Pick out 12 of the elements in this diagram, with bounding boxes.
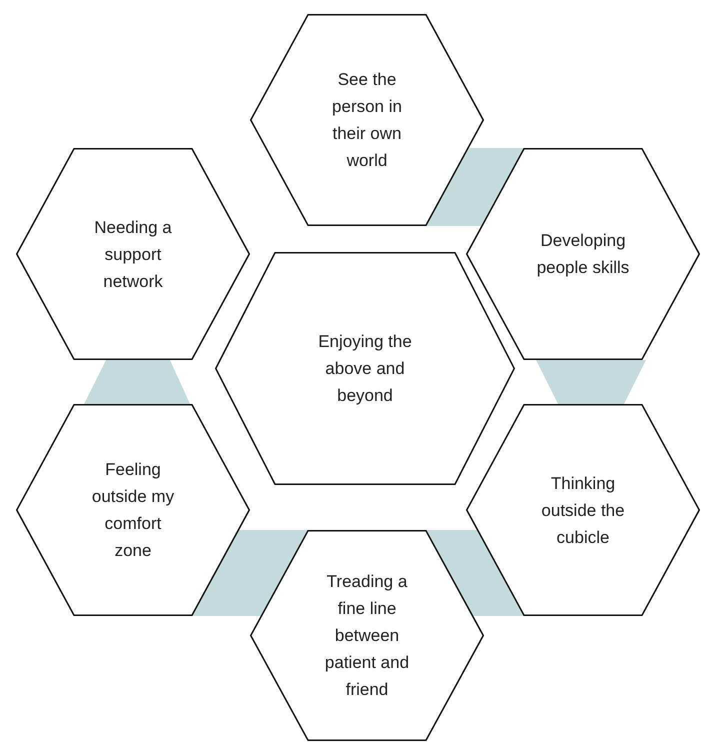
connector-band xyxy=(426,530,524,616)
node-text: See the person in their own world xyxy=(331,69,403,172)
connector-band xyxy=(84,360,190,404)
node-text: Feeling outside my comfort zone xyxy=(90,459,176,562)
node-text: Thinking outside the cubicle xyxy=(540,472,626,548)
node-text: Treading a fine line between patient and friend xyxy=(324,571,410,701)
connector-band xyxy=(192,530,308,616)
connector-band xyxy=(426,148,524,226)
connector-band xyxy=(536,360,646,404)
node-text: Needing a support network xyxy=(93,216,173,292)
node-text: Enjoying the above and beyond xyxy=(317,331,413,407)
node-text: Developing people skills xyxy=(536,230,630,279)
